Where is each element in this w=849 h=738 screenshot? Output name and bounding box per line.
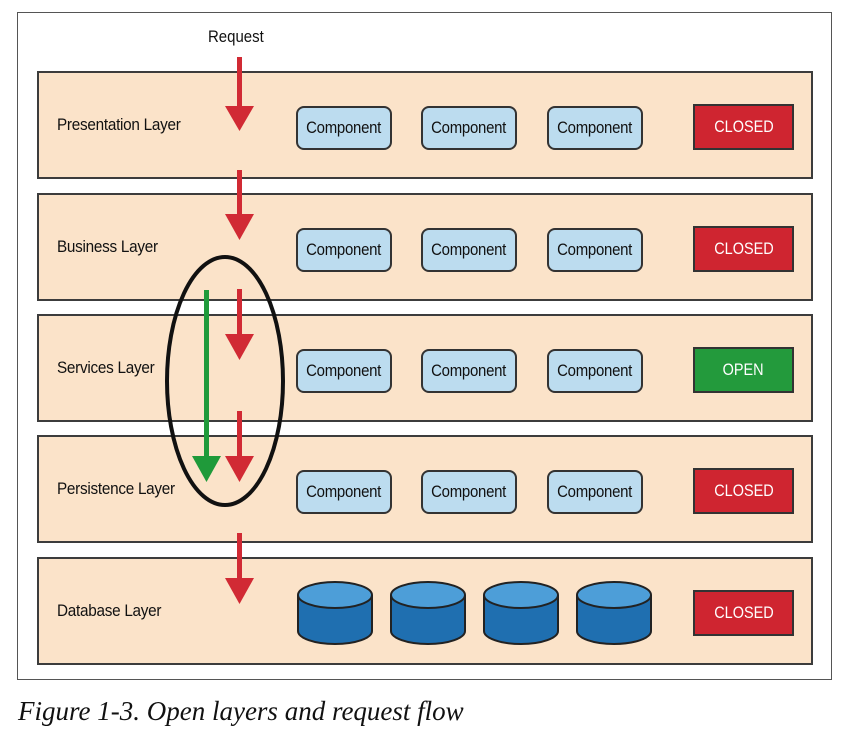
database-icon <box>297 581 373 645</box>
component-box: Component <box>296 228 392 272</box>
request-arrow <box>225 170 254 240</box>
component-box: Component <box>296 106 392 150</box>
bypass-arrow <box>192 290 221 482</box>
request-label: Request <box>208 27 264 46</box>
component-box: Component <box>547 106 643 150</box>
status-closed: CLOSED <box>693 468 794 514</box>
database-icon <box>483 581 559 645</box>
request-arrow <box>225 57 254 131</box>
component-box: Component <box>421 349 517 393</box>
persistence-layer: Persistence Layer Component Component Co… <box>37 435 813 543</box>
database-icon <box>576 581 652 645</box>
database-icon <box>390 581 466 645</box>
component-box: Component <box>547 470 643 514</box>
component-box: Component <box>296 470 392 514</box>
database-layer: Database Layer CLOSED <box>37 557 813 665</box>
layer-label: Persistence Layer <box>57 479 175 498</box>
layer-label: Database Layer <box>57 601 162 620</box>
bypass-highlight-ellipse <box>165 255 285 507</box>
figure-caption: Figure 1-3. Open layers and request flow <box>18 696 464 726</box>
presentation-layer: Presentation Layer Component Component C… <box>37 71 813 179</box>
request-arrow <box>225 533 254 604</box>
business-layer: Business Layer Component Component Compo… <box>37 193 813 301</box>
request-arrow <box>225 411 254 482</box>
status-closed: CLOSED <box>693 590 794 636</box>
request-arrow <box>225 289 254 360</box>
component-box: Component <box>421 228 517 272</box>
status-closed: CLOSED <box>693 226 794 272</box>
layer-label: Services Layer <box>57 358 155 377</box>
status-closed: CLOSED <box>693 104 794 150</box>
component-box: Component <box>421 470 517 514</box>
layer-label: Business Layer <box>57 237 158 256</box>
component-box: Component <box>296 349 392 393</box>
layer-label: Presentation Layer <box>57 115 181 134</box>
component-box: Component <box>547 349 643 393</box>
status-open: OPEN <box>693 347 794 393</box>
component-box: Component <box>421 106 517 150</box>
component-box: Component <box>547 228 643 272</box>
